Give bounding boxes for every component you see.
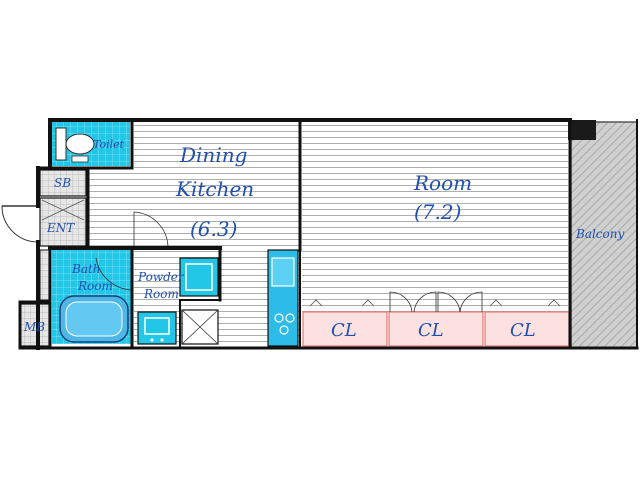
closet-door-swing-1 (389, 291, 413, 313)
stove-burner-1 (274, 313, 284, 323)
faucet-1 (150, 338, 154, 342)
closet-door-swing-4 (459, 291, 483, 313)
entrance-door-swing (1, 205, 39, 243)
bath-label: Bath (71, 262, 101, 276)
closet-door-swing-3 (437, 291, 461, 313)
mb-label: MB (23, 320, 45, 334)
storage-x-2 (181, 309, 219, 345)
ent-label: ENT (46, 221, 75, 235)
toilet-tank (55, 127, 67, 161)
closet-2 (388, 311, 484, 347)
closet-1 (302, 311, 388, 347)
balcony-corner-block (568, 120, 596, 140)
closet-label-2: CL (418, 320, 444, 341)
closet-3 (484, 311, 570, 347)
toilet-sink (71, 155, 89, 163)
walls (18, 118, 639, 350)
dining-label: Dining (179, 143, 247, 167)
balcony-label: Balcony (575, 227, 624, 241)
room-size-label: (7.2) (414, 200, 461, 224)
closet-label-1: CL (331, 320, 357, 341)
stove-burner-2 (285, 313, 295, 323)
room-label: Room (413, 171, 472, 195)
mb-closet (19, 303, 51, 347)
closet-tick-1 (309, 299, 561, 307)
faucet-2 (160, 338, 164, 342)
wash-basin (137, 311, 177, 345)
bath-room-label: Room (77, 279, 113, 293)
powder-room-label: Room (143, 287, 179, 301)
hallway-floor (88, 170, 134, 248)
kitchen-sink (271, 257, 295, 287)
dining-size-label: (6.3) (190, 217, 237, 241)
toilet-bowl (65, 133, 95, 155)
kitchen-label: Kitchen (175, 177, 254, 201)
stove-burner-3 (279, 325, 289, 335)
toilet-label: Toilet (93, 138, 125, 151)
washing-machine-inner (185, 263, 213, 291)
closet-label-3: CL (510, 320, 536, 341)
powder-door-swing (133, 211, 169, 249)
bathtub-inner (65, 301, 123, 337)
wash-basin-inner (144, 317, 170, 335)
powder-label: Powder (137, 270, 185, 284)
room-floor (302, 122, 568, 312)
shoe-rack-line-2 (41, 199, 85, 221)
closet-door-swing-2 (413, 291, 437, 313)
bath-door-swing (95, 252, 133, 291)
sb-label: SB (54, 176, 71, 190)
